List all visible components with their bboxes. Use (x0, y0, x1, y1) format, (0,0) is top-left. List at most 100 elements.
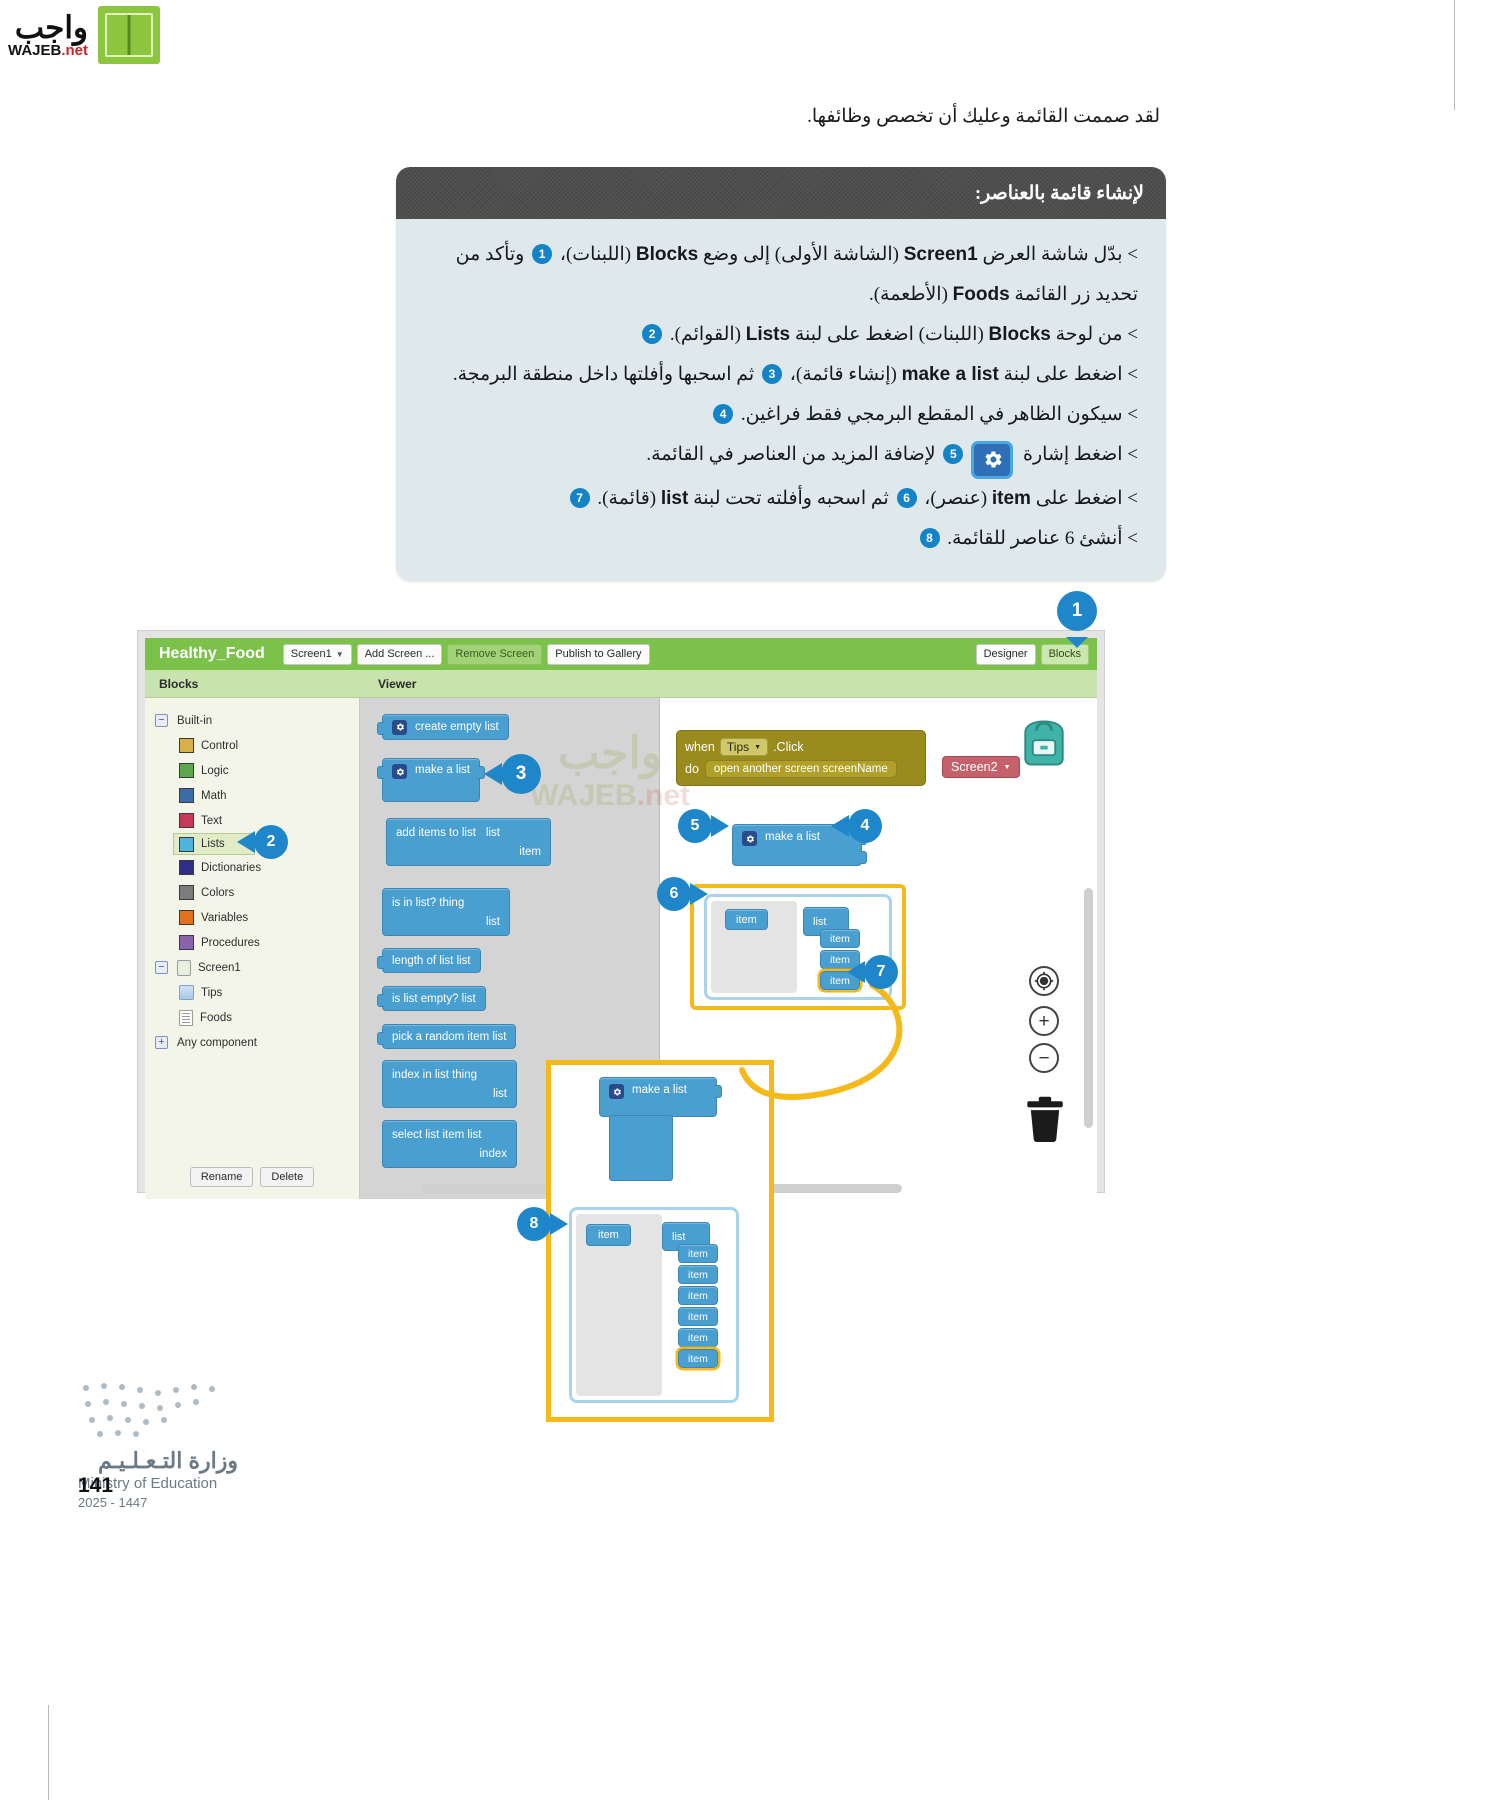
bullet-6-mid1: (عنصر)، (919, 487, 992, 509)
block-pick-a-random-item[interactable]: pick a random item list (377, 1024, 517, 1049)
sidebar-item-procedures[interactable]: Procedures (145, 930, 359, 955)
expand-icon[interactable]: + (155, 1036, 168, 1049)
block-is-list-empty[interactable]: is list empty? list (377, 986, 486, 1011)
callout-pin-3: 3 (484, 754, 541, 794)
block-notch-left (377, 766, 384, 779)
callout-connector (739, 982, 903, 1101)
remove-screen-button[interactable]: Remove Screen (447, 643, 543, 665)
mutator-gear-icon[interactable] (392, 764, 407, 779)
mutator-gear-icon[interactable] (609, 1084, 624, 1099)
sidebar-item-text[interactable]: Text (145, 808, 359, 833)
block-screen2-text[interactable]: Screen2 ▼ (942, 756, 1020, 778)
panel8-mutator-bubble[interactable]: item list item item item item item item (569, 1207, 739, 1403)
bullet-4-pre: > سيكون الظاهر في المقطع البرمجي فقط فرا… (736, 404, 1138, 425)
listpicker-component-icon (179, 1009, 193, 1026)
center-view-button[interactable] (1029, 966, 1059, 996)
plus-icon[interactable]: + (1029, 1006, 1059, 1036)
bullet-6-pre: > اضغط على (1030, 487, 1138, 509)
mutator-gear-icon[interactable] (392, 719, 407, 735)
blocks-flyout[interactable]: create empty list make a list add items … (360, 698, 660, 1199)
tree-node-any-component[interactable]: + Any component (145, 1030, 359, 1055)
block-create-empty-list[interactable]: create empty list (377, 714, 509, 740)
collapse-icon[interactable]: − (155, 714, 168, 727)
block-socket-list: list (485, 915, 500, 928)
block-index-in-list[interactable]: index in list thing list (382, 1060, 517, 1108)
sidebar-item-dictionaries[interactable]: Dictionaries (145, 855, 359, 880)
callout-tail (1066, 637, 1088, 648)
procedures-color-icon (179, 935, 194, 950)
block-open-another-screen[interactable]: open another screen screenName (704, 760, 897, 778)
blocks-tab-button[interactable]: Blocks (1040, 643, 1089, 665)
block-length-of-list[interactable]: length of list list (377, 948, 481, 973)
publish-to-gallery-button[interactable]: Publish to Gallery (547, 643, 650, 665)
bullet-6-term-item: item (991, 487, 1031, 509)
block-label: make a list (415, 764, 470, 776)
mutator-item-source[interactable]: item (725, 909, 768, 930)
sidebar-item-colors[interactable]: Colors (145, 880, 359, 905)
designer-tab-button[interactable]: Designer (975, 643, 1036, 665)
sidebar-item-foods[interactable]: Foods (145, 1005, 359, 1030)
dictionaries-color-icon (179, 860, 194, 875)
block-when-tips-click[interactable]: when Tips▼ .Click do open another screen… (676, 730, 926, 786)
zoom-out-button[interactable]: − (1029, 1043, 1059, 1073)
delete-button[interactable]: Delete (260, 1167, 315, 1187)
mutator-item-1[interactable]: item (820, 929, 860, 948)
dot-pattern (78, 1378, 238, 1438)
block-socket-list: list (485, 826, 500, 839)
panel8-item-2[interactable]: item (678, 1265, 718, 1284)
canvas-block-make-a-list[interactable]: make a list (732, 824, 867, 866)
screen-select-dropdown[interactable]: Screen1▼ (282, 643, 352, 665)
block-select-list-item[interactable]: select list item list index (382, 1120, 517, 1168)
rename-button[interactable]: Rename (189, 1167, 254, 1187)
mutator-gear-icon[interactable] (742, 831, 757, 846)
bullet-1-badge: 1 (532, 244, 553, 264)
bullet-6-term-list: list (660, 487, 689, 509)
zoom-in-button[interactable]: + (1029, 1006, 1059, 1036)
block-row: add items to list list (396, 823, 541, 856)
block-label: select list item list (392, 1128, 482, 1141)
backpack-icon[interactable] (1013, 712, 1075, 772)
panel8-item-3[interactable]: item (678, 1286, 718, 1305)
block-socket-list: list (492, 1087, 507, 1100)
bullet-3-mid1: (إنشاء قائمة)، (784, 364, 902, 385)
component-dropdown[interactable]: Tips▼ (719, 738, 769, 756)
bullet-1-post: وتأكد من تحديد زر القائمة (455, 244, 1138, 305)
vertical-scrollbar[interactable] (1084, 888, 1093, 1128)
bullet-6-post: (قائمة). (592, 487, 661, 509)
callout-pin-2: 2 (237, 825, 288, 859)
sidebar-item-control[interactable]: Control (145, 733, 359, 758)
sidebar-item-math-label: Math (201, 789, 227, 802)
panel8-item-source[interactable]: item (586, 1224, 631, 1246)
minus-icon[interactable]: − (1029, 1043, 1059, 1073)
sidebar-item-variables[interactable]: Variables (145, 905, 359, 930)
panel8-item-5[interactable]: item (678, 1328, 718, 1347)
tree-node-screen1[interactable]: − Screen1 (145, 955, 359, 980)
instruction-bullet-1: > بدّل شاشة العرض Screen1 (الشاشة الأولى… (422, 235, 1140, 315)
panel8-item-1[interactable]: item (678, 1244, 718, 1263)
sidebar-item-math[interactable]: Math (145, 783, 359, 808)
bullet-5-mid1: لإضافة المزيد من العناصر في القائمة. (646, 444, 941, 465)
block-row: list (672, 1227, 700, 1246)
collapse-icon-screen1[interactable]: − (155, 961, 168, 974)
block-add-items-to-list[interactable]: add items to list list item (386, 818, 551, 866)
trash-icon[interactable] (1023, 1096, 1067, 1142)
bullet-6-badge2: 7 (569, 487, 590, 508)
callout-pin-1: 1 (1057, 591, 1097, 648)
panel8-item-4[interactable]: item (678, 1307, 718, 1326)
target-icon[interactable] (1029, 966, 1059, 996)
blocks-tree-panel: − Built-in Control Logic Math Tex (145, 698, 360, 1199)
tree-node-builtin[interactable]: − Built-in (145, 708, 359, 733)
sidebar-item-logic[interactable]: Logic (145, 758, 359, 783)
panel8-item-6-selected[interactable]: item (678, 1349, 718, 1368)
panel8-block-make-a-list[interactable]: make a list (599, 1077, 722, 1117)
block-is-in-list[interactable]: is in list? thing list (382, 888, 510, 936)
bullet-1-term-screen1: Screen1 (903, 244, 978, 265)
sidebar-item-lists[interactable]: Lists (173, 833, 255, 855)
bullet-1-term-blocks: Blocks (635, 244, 699, 265)
block-label: make a list (765, 831, 820, 843)
sidebar-item-tips[interactable]: Tips (145, 980, 359, 1005)
app-inventor-window: Healthy_Food Screen1▼ Add Screen ... Rem… (145, 638, 1097, 1199)
block-notch-right-2 (860, 851, 867, 864)
add-screen-button[interactable]: Add Screen ... (356, 643, 443, 665)
block-make-a-list[interactable]: make a list (377, 758, 485, 802)
